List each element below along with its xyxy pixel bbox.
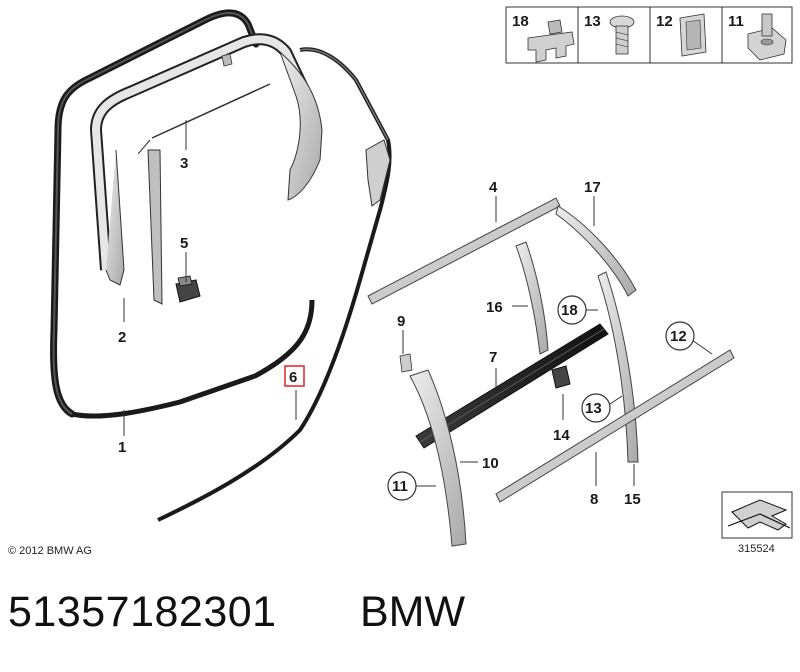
callout-18: 18 xyxy=(561,302,578,319)
callout-12: 12 xyxy=(670,328,687,345)
strip-17 xyxy=(555,205,637,297)
callout-16: 16 xyxy=(486,299,503,316)
callout-11: 11 xyxy=(392,478,408,495)
callout-18-circle: 18 xyxy=(557,295,587,325)
strip-16 xyxy=(515,241,549,355)
callout-10: 10 xyxy=(482,455,499,472)
diagram-number: 315524 xyxy=(738,543,775,555)
window-frame-2 xyxy=(89,33,323,305)
strip-7 xyxy=(415,323,609,449)
nut-11-icon xyxy=(747,13,787,61)
clip-5 xyxy=(175,275,201,303)
callout-11-circle: 11 xyxy=(387,471,417,501)
copyright-text: © 2012 BMW AG xyxy=(8,545,92,557)
callout-6-highlight[interactable]: 6 xyxy=(284,365,305,387)
callout-1: 1 xyxy=(118,439,126,456)
clip-9 xyxy=(399,353,413,373)
seal-6 xyxy=(157,47,392,522)
arrow-box xyxy=(721,491,793,539)
clip-18-icon xyxy=(527,19,575,63)
callout-14: 14 xyxy=(553,427,570,444)
brand-name: BMW xyxy=(360,588,466,636)
legend-box: 18 13 12 11 xyxy=(505,6,793,64)
callout-7: 7 xyxy=(489,349,497,366)
screw-13-icon xyxy=(609,15,635,55)
callout-4: 4 xyxy=(489,179,498,196)
strip-8 xyxy=(495,349,735,503)
clip-12-icon xyxy=(679,13,707,57)
leader-lines xyxy=(123,120,713,487)
callout-5: 5 xyxy=(180,235,188,252)
callout-12-circle: 12 xyxy=(665,321,695,351)
legend-label-12: 12 xyxy=(656,13,673,30)
clip-14 xyxy=(551,365,571,389)
part-number: 51357182301 xyxy=(8,588,277,636)
strip-4 xyxy=(367,197,561,305)
legend-label-11: 11 xyxy=(728,13,744,30)
callout-17: 17 xyxy=(584,179,601,196)
callout-13: 13 xyxy=(585,400,602,417)
door-seal-1 xyxy=(50,9,315,419)
callout-3: 3 xyxy=(180,155,188,172)
callout-8: 8 xyxy=(590,491,598,508)
callout-15: 15 xyxy=(624,491,641,508)
callout-13-circle: 13 xyxy=(581,393,611,423)
callout-2: 2 xyxy=(118,329,126,346)
callout-6: 6 xyxy=(289,369,297,386)
strip-10 xyxy=(409,369,467,547)
legend-label-18: 18 xyxy=(512,13,529,30)
legend-label-13: 13 xyxy=(584,13,601,30)
callout-9: 9 xyxy=(397,313,405,330)
